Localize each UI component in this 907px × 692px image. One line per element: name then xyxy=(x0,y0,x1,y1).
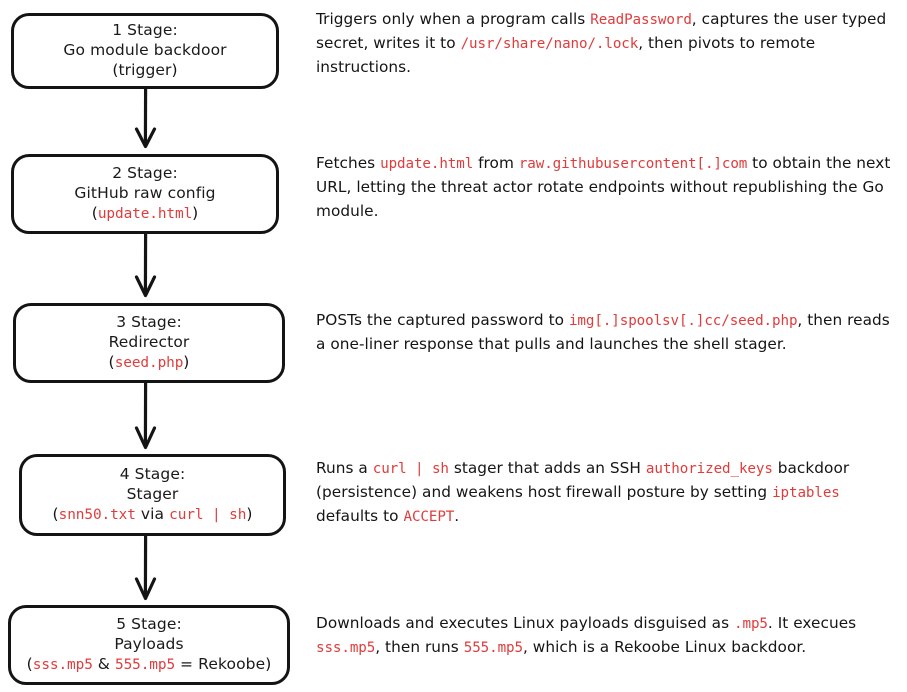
description-stage-3: POSTs the captured password to img[.]spo… xyxy=(316,309,896,357)
stage-5-tail: = Rekoobe xyxy=(175,654,266,673)
stage-1-line1: 1 Stage: xyxy=(112,21,178,40)
stage-1-paren-open: ( xyxy=(112,60,119,79)
description-stage-4: Runs a curl | sh stager that adds an SSH… xyxy=(316,457,896,529)
ioc-token: curl | sh xyxy=(372,461,449,477)
description-text: . It execues xyxy=(767,614,857,632)
description-text: , which is a Rekoobe Linux backdoor. xyxy=(522,637,807,656)
stage-5-line3: (sss.mp5 & 555.mp5 = Rekoobe) xyxy=(27,655,272,675)
stage-5-artifact-2: 555.mp5 xyxy=(115,656,176,673)
description-stage-2: Fetches update.html from raw.githubuserc… xyxy=(316,152,896,224)
description-text: , then runs xyxy=(375,637,464,656)
arrow-stage-1-to-2 xyxy=(134,88,157,149)
stage-1-line2: Go module backdoor xyxy=(63,41,227,60)
stage-5-paren-open: ( xyxy=(26,654,33,673)
stage-2-line2: GitHub raw config xyxy=(74,184,216,203)
ioc-token: ReadPassword xyxy=(590,12,692,28)
description-text: , then pivots to remote instructions. xyxy=(316,33,816,76)
description-text: . xyxy=(454,506,460,525)
description-text: Runs a xyxy=(316,459,373,477)
stage-3-paren-open: ( xyxy=(108,352,115,371)
stage-3-line3: (seed.php) xyxy=(109,353,190,373)
stage-4-line1: 4 Stage: xyxy=(119,465,186,484)
ioc-token: raw.githubusercontent[.]com xyxy=(518,156,748,172)
stage-4-artifact-2: curl | sh xyxy=(169,506,247,523)
stage-box-3: 3 Stage: Redirector (seed.php) xyxy=(13,303,285,383)
stage-1-line3: (trigger) xyxy=(112,61,177,81)
description-text: POSTs the captured password to xyxy=(316,311,569,329)
arrow-stage-2-to-3 xyxy=(134,234,157,298)
ioc-token: .mp5 xyxy=(734,616,768,632)
stage-4-connector: via xyxy=(135,504,170,523)
arrow-stage-3-to-4 xyxy=(134,383,157,450)
ioc-token: update.html xyxy=(380,156,474,172)
stage-4-paren-open: ( xyxy=(52,504,59,523)
stage-3-line2: Redirector xyxy=(108,333,190,352)
description-stage-1: Triggers only when a program calls ReadP… xyxy=(316,8,896,80)
description-text: Triggers only when a program calls xyxy=(316,10,591,28)
stage-2-line1: 2 Stage: xyxy=(112,164,178,183)
ioc-token: ACCEPT xyxy=(403,508,455,525)
ioc-token: authorized_keys xyxy=(645,461,773,477)
arrow-stage-4-to-5 xyxy=(134,536,157,601)
stage-4-artifact: snn50.txt xyxy=(58,506,136,523)
description-text: to obtain the next URL, letting the thre… xyxy=(316,154,891,220)
stage-2-paren-open: ( xyxy=(91,203,98,222)
description-text: Fetches xyxy=(316,154,381,172)
stage-3-paren-close: ) xyxy=(183,352,190,371)
stage-box-5: 5 Stage: Payloads (sss.mp5 & 555.mp5 = R… xyxy=(8,605,290,685)
ioc-token: img[.]spoolsv[.]cc/seed.php xyxy=(568,313,798,329)
stage-box-1: 1 Stage: Go module backdoor (trigger) xyxy=(11,13,279,89)
stage-3-artifact: seed.php xyxy=(114,354,184,371)
stage-box-2: 2 Stage: GitHub raw config (update.html) xyxy=(11,154,279,234)
description-text: defaults to xyxy=(316,506,404,525)
description-text: stager that adds an SSH xyxy=(448,459,646,477)
stage-4-line2: Stager xyxy=(126,485,179,504)
stage-1-paren-close: ) xyxy=(171,60,178,79)
description-text: Downloads and executes Linux payloads di… xyxy=(316,614,735,632)
stage-5-line1: 5 Stage: xyxy=(116,615,182,634)
ioc-token: iptables xyxy=(772,484,840,501)
stage-box-4: 4 Stage: Stager (snn50.txt via curl | sh… xyxy=(19,454,286,536)
stage-2-artifact: update.html xyxy=(97,205,193,222)
ioc-token: 555.mp5 xyxy=(463,639,523,656)
description-text: backdoor (persistence) and weakens host … xyxy=(316,459,850,501)
description-text: , then reads a one-liner response that p… xyxy=(316,311,890,353)
description-text: from xyxy=(473,154,519,172)
description-text: , captures the user typed secret, writes… xyxy=(316,10,887,52)
stage-4-line3: (snn50.txt via curl | sh) xyxy=(53,505,253,525)
stage-4-paren-close: ) xyxy=(246,504,253,523)
stage-2-line3: (update.html) xyxy=(92,204,199,224)
ioc-token: /usr/share/nano/.lock xyxy=(460,35,639,52)
stage-5-artifact: sss.mp5 xyxy=(32,656,93,673)
description-stage-5: Downloads and executes Linux payloads di… xyxy=(316,612,896,660)
stage-3-line1: 3 Stage: xyxy=(116,313,182,332)
stage-1-artifact: trigger xyxy=(118,60,172,79)
stage-5-paren-close: ) xyxy=(265,654,272,673)
stage-5-line2: Payloads xyxy=(114,635,184,654)
ioc-token: sss.mp5 xyxy=(316,639,376,656)
stage-5-connector: & xyxy=(92,654,116,673)
stage-2-paren-close: ) xyxy=(192,203,199,222)
